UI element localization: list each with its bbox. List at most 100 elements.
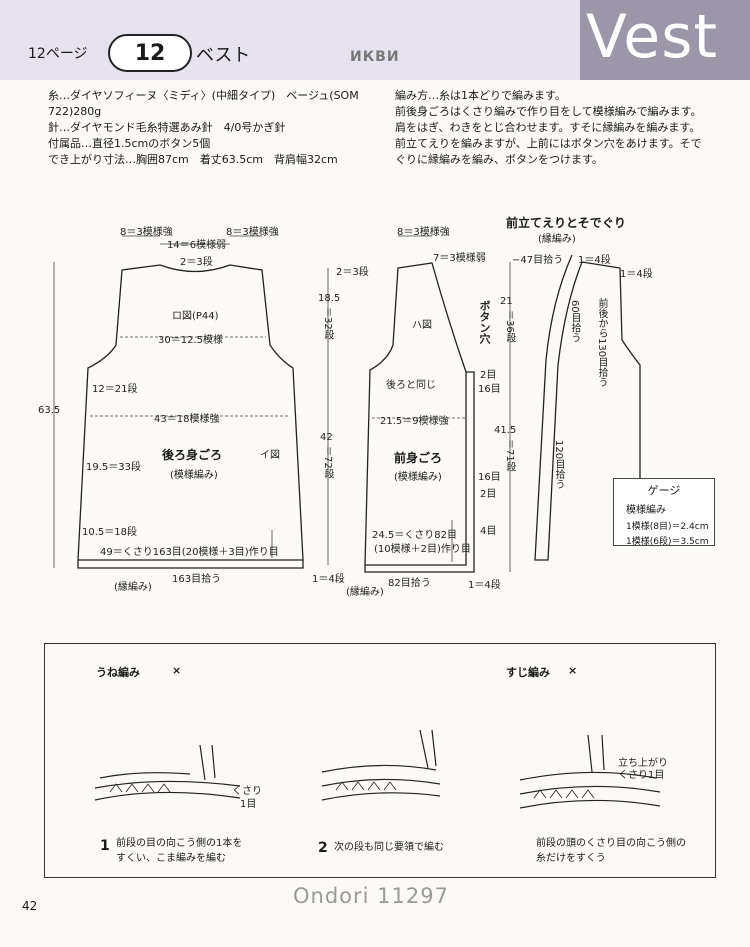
- right-upper-rows: ＝36段: [504, 310, 515, 343]
- crochet-hook-3: [587, 734, 605, 773]
- instruction-line: 編み方…糸は1本どりで編みます。: [395, 89, 566, 102]
- back-shoulder-width: 30＝12.5模様: [158, 335, 223, 346]
- back-pattern-ref: ロ図(P44): [172, 311, 219, 322]
- front-cast-on-1: 24.5＝くさり82目: [372, 530, 457, 541]
- page-number: 42: [22, 899, 38, 913]
- front-same-as-back: 後ろと同じ: [386, 380, 436, 391]
- back-shoulder-right: 8＝3模様強: [226, 227, 279, 238]
- une-title: うね編み: [96, 666, 140, 679]
- step-3-text: 前段の頭のくさり目の向こう側の 糸だけをすくう: [536, 836, 686, 866]
- front-band: [466, 371, 475, 573]
- back-cast-on: 49＝くさり163目(20模様＋3目)作り目: [100, 547, 279, 558]
- front-cast-on-2: (10模様＋2目)作り目: [374, 544, 471, 555]
- band-pick60: 60目拾う: [569, 300, 580, 343]
- front-piece-stitch: (模様編み): [394, 472, 442, 483]
- title-en: Vest: [585, 2, 718, 72]
- back-piece-outline: [77, 264, 304, 561]
- back-armhole-rows: 12＝21段: [92, 384, 138, 395]
- front-lower-num: 42: [320, 432, 333, 443]
- back-neck-width: 14＝6模様弱: [167, 240, 227, 251]
- footer-code: Ondori 11297: [293, 884, 449, 908]
- back-pickup: 163目拾う: [172, 574, 222, 585]
- back-side-upper: 19.5＝33段: [86, 462, 141, 473]
- step-1-text: 前段の目の向こう側の1本を すくい、こま編みを編む: [116, 836, 242, 866]
- buttonhole-4: 4目: [480, 526, 497, 537]
- crochet-fabric-2: [321, 764, 441, 801]
- crochet-fabric-1: [94, 772, 241, 801]
- crochet-hook-2: [419, 729, 437, 769]
- une-symbol: ×: [172, 664, 182, 677]
- gauge-line-1: 1模様(8目)＝2.4cm: [626, 522, 709, 532]
- front-hem-band: [364, 565, 466, 573]
- band-piece-outline: [534, 254, 583, 561]
- front-shoulder: 8＝3模様強: [397, 227, 450, 238]
- yarn-line-2: 722)280g: [48, 105, 102, 118]
- front-chest: 21.5＝9模様強: [380, 416, 449, 427]
- front-rows-1: 1＝4段: [312, 574, 345, 585]
- buttonhole-label: ボタン穴: [478, 300, 491, 344]
- step-1-line-1: 前段の目の向こう側の1本を: [116, 838, 243, 849]
- title-en-box: [580, 0, 750, 80]
- back-hem-band: [77, 560, 304, 569]
- stitch-illustration-box: [44, 643, 716, 878]
- needle-line: 針…ダイヤモンド毛糸特選あみ針 4/0号かぎ針: [48, 121, 286, 134]
- crochet-hook-1: [199, 744, 216, 781]
- stitch-drawings: [94, 729, 661, 809]
- gauge-stitch: 模様編み: [626, 505, 666, 516]
- chain-label-2: 立ち上がり: [618, 758, 668, 769]
- band-rows-a: 1＝4段: [578, 255, 611, 266]
- front-top-rows: 2＝3段: [336, 267, 369, 278]
- right-lower-rows: ＝71段: [504, 439, 515, 472]
- back-ref-i: イ図: [260, 450, 280, 461]
- yarn-line: 糸…ダイヤソフィーヌ〈ミディ〉(中細タイプ) ベージュ(SOM: [48, 89, 359, 102]
- pattern-diagram: [53, 235, 641, 573]
- front-ref-ha: ハ図: [412, 320, 432, 331]
- front-upper-num: 18.5: [318, 293, 341, 304]
- buttonhole-2b: 2目: [480, 489, 497, 500]
- chain-label-1b: 1目: [240, 799, 257, 810]
- right-upper-num: 21: [500, 296, 513, 307]
- back-neck-depth: 2＝3段: [180, 257, 213, 268]
- accessory-line: 付属品…直径1.5cmのボタン5個: [48, 137, 211, 150]
- step-2-text: 次の段も同じ要領で編む: [334, 842, 444, 853]
- instruction-line: ぐりに縁編みを編み、ボタンをつけます。: [395, 153, 603, 166]
- band-title: 前立てえりとそでぐり: [506, 216, 626, 230]
- gauge-title: ゲージ: [647, 484, 681, 497]
- front-piece-title: 前身ごろ: [394, 451, 443, 465]
- materials-block: 糸…ダイヤソフィーヌ〈ミディ〉(中細タイプ) ベージュ(SOM 722)280g…: [48, 88, 378, 168]
- suji-symbol: ×: [568, 664, 578, 677]
- instructions-block: 編み方…糸は1本どりで編みます。 前後身ごろはくさり編みで作り目をして模様編みで…: [395, 88, 725, 168]
- band-rows-b: 1＝4段: [620, 269, 653, 280]
- step-3-line-1: 前段の頭のくさり目の向こう側の: [536, 838, 686, 849]
- band-pick130: 前後から130目拾う: [596, 298, 607, 388]
- chain-label-1: くさり: [232, 786, 262, 797]
- instruction-line: 前立てえりを編みますが、上前にはボタン穴をあけます。そで: [395, 137, 702, 150]
- suji-title: すじ編み: [506, 666, 550, 679]
- armhole-band-outline: [581, 261, 641, 478]
- step-1-line-2: すくい、こま編みを編む: [116, 853, 226, 864]
- step-3-line-2: 糸だけをすくう: [536, 853, 606, 864]
- title-jp: ベスト: [196, 45, 251, 66]
- back-chest: 43＝18模様強: [154, 414, 220, 425]
- crochet-fabric-3: [519, 771, 661, 809]
- instruction-line: 前後身ごろはくさり編みで作り目をして模様編みで編みます。: [395, 105, 702, 118]
- buttonhole-2a: 2目: [480, 370, 497, 381]
- front-neck-top: 7＝3模様弱: [433, 253, 486, 264]
- back-total-length: 63.5: [38, 405, 61, 416]
- gauge-box: ゲージ 模様編み 1模様(8目)＝2.4cm 1模様(6段)＝3.5cm: [613, 478, 715, 547]
- front-lower-rows: ＝72段: [322, 446, 333, 479]
- back-piece-title: 後ろ身ごろ: [162, 448, 223, 462]
- front-edge: (縁編み): [346, 587, 384, 598]
- page-label: 12ページ: [28, 46, 88, 62]
- gauge-line-2: 1模様(6段)＝3.5cm: [626, 537, 709, 547]
- buttonhole-16a: 16目: [478, 384, 501, 395]
- step-1-number: 1: [100, 838, 110, 854]
- band-pick120: 120目拾う: [553, 440, 564, 490]
- back-piece-stitch: (模様編み): [170, 470, 218, 481]
- step-2-number: 2: [318, 840, 328, 856]
- band-pick47: −47目拾う: [512, 255, 564, 266]
- watermark-text: ИКВИ: [350, 49, 400, 65]
- size-line: でき上がり寸法…胸囲87cm 着丈63.5cm 背肩幅32cm: [48, 153, 338, 166]
- back-side-lower: 10.5＝18段: [82, 527, 137, 538]
- right-lower-num: 41.5: [494, 425, 517, 436]
